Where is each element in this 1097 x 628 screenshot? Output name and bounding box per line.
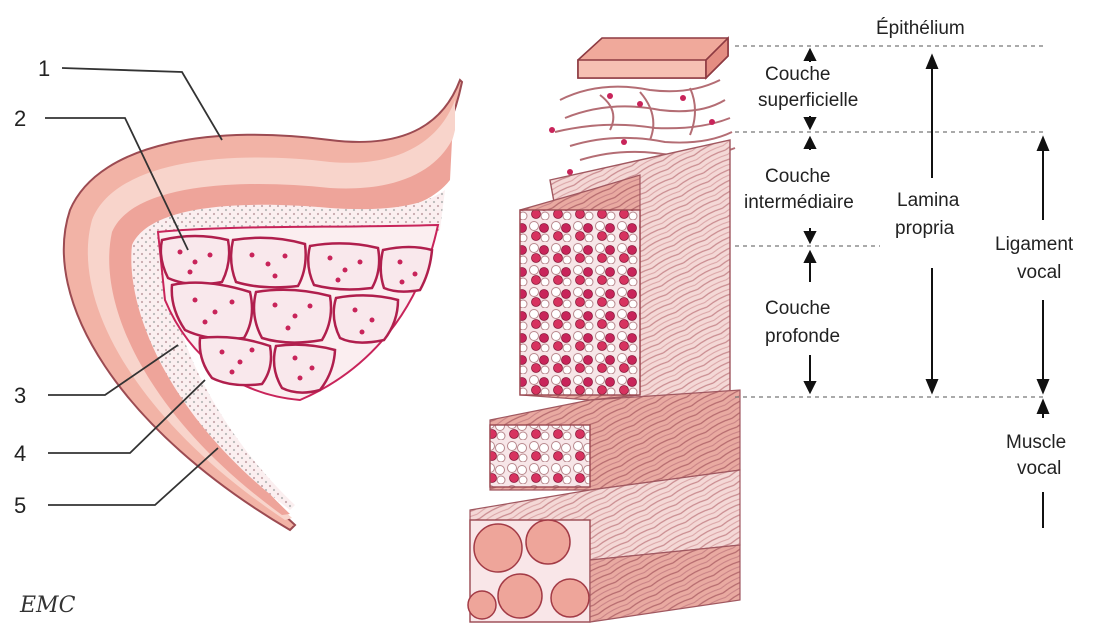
vocal-fold-cross-section: 1 2 3 4 5 ЕМС (14, 56, 462, 618)
label-lamina-1: Lamina (897, 190, 960, 211)
label-superficial-1: Couche (765, 64, 831, 85)
label-intermediate-2: intermédiaire (744, 192, 854, 213)
emc-logo: ЕМС (19, 593, 76, 618)
label-5: 5 (14, 493, 26, 518)
label-3: 3 (14, 383, 26, 408)
label-ligament-2: vocal (1017, 262, 1061, 283)
label-4: 4 (14, 441, 26, 466)
label-2: 2 (14, 106, 26, 131)
label-lamina-2: propria (895, 218, 955, 239)
label-muscle-2: vocal (1017, 458, 1061, 479)
label-muscle-1: Muscle (1006, 432, 1066, 453)
extent-arrows (805, 50, 1048, 528)
label-superficial-2: superficielle (758, 90, 858, 111)
label-1: 1 (38, 56, 50, 81)
intermediate-elastin-section (520, 210, 640, 395)
deep-collagen-section (490, 425, 590, 487)
layered-tissue-block (468, 38, 740, 622)
label-deep-2: profonde (765, 326, 840, 347)
zone-labels: Épithélium Couche superficielle Couche i… (744, 18, 1074, 479)
epithelium-slab (578, 38, 728, 78)
label-epithelium: Épithélium (876, 18, 965, 39)
label-ligament-1: Ligament (995, 234, 1074, 255)
label-deep-1: Couche (765, 298, 831, 319)
label-intermediate-1: Couche (765, 166, 831, 187)
